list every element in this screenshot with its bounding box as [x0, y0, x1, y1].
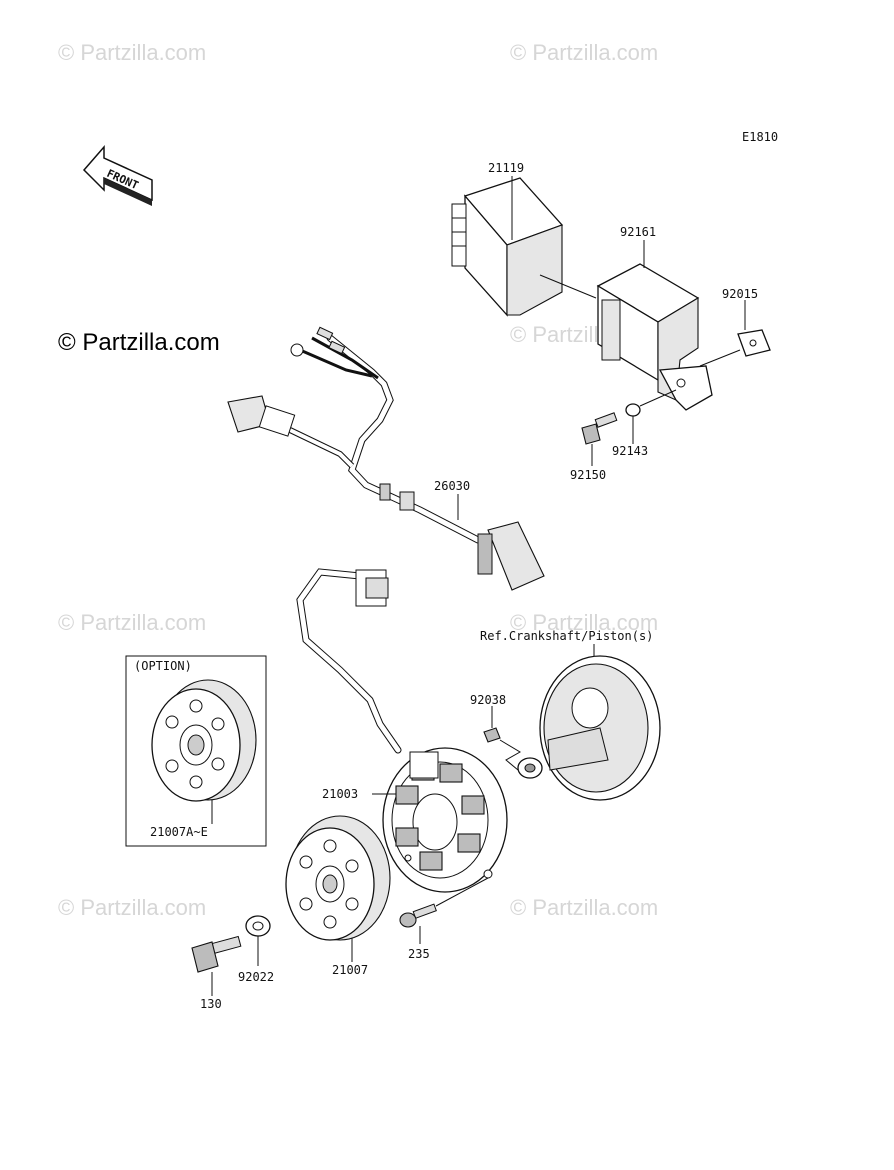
washer — [245, 915, 271, 937]
crankshaft-flywheel — [517, 655, 661, 801]
watermark: © Partzilla.com — [58, 610, 206, 635]
part-label-21119: 21119 — [488, 161, 524, 175]
stator-screw — [399, 903, 437, 928]
watermark: © Partzilla.com — [510, 610, 658, 635]
rotor — [285, 815, 391, 941]
rotor-bolt — [191, 935, 242, 973]
watermark: © Partzilla.com — [58, 40, 206, 65]
watermark: © Partzilla.com — [510, 895, 658, 920]
cdi-unit — [451, 177, 564, 317]
part-label-92150: 92150 — [570, 468, 606, 482]
collar — [625, 403, 641, 417]
watermark: © Partzilla.com — [58, 895, 206, 920]
option-label: (OPTION) — [134, 659, 192, 673]
option-box: (OPTION) 21007A~E — [125, 655, 267, 847]
part-label-92143: 92143 — [612, 444, 648, 458]
part-label-92038: 92038 — [470, 693, 506, 707]
part-label-92015: 92015 — [722, 287, 758, 301]
part-label-235: 235 — [408, 947, 430, 961]
woodruff-key — [483, 727, 501, 743]
front-arrow-icon: FRONT — [82, 144, 153, 206]
part-label-21003: 21003 — [322, 787, 358, 801]
bolt — [581, 412, 618, 445]
cdi-bracket — [596, 263, 713, 411]
part-label-21007a-e: 21007A~E — [150, 825, 208, 839]
watermark: © Partzilla.com — [510, 40, 658, 65]
watermark-dark: © Partzilla.com — [58, 329, 220, 356]
part-label-26030: 26030 — [434, 479, 470, 493]
part-label-21007: 21007 — [332, 963, 368, 977]
stator — [382, 747, 508, 893]
part-label-130: 130 — [200, 997, 222, 1011]
ref-crankshaft-label: Ref.Crankshaft/Piston(s) — [480, 629, 653, 643]
part-label-92161: 92161 — [620, 225, 656, 239]
wiring-harness — [227, 326, 545, 591]
part-label-92022: 92022 — [238, 970, 274, 984]
diagram-code: E1810 — [742, 130, 778, 144]
clip — [737, 329, 771, 357]
